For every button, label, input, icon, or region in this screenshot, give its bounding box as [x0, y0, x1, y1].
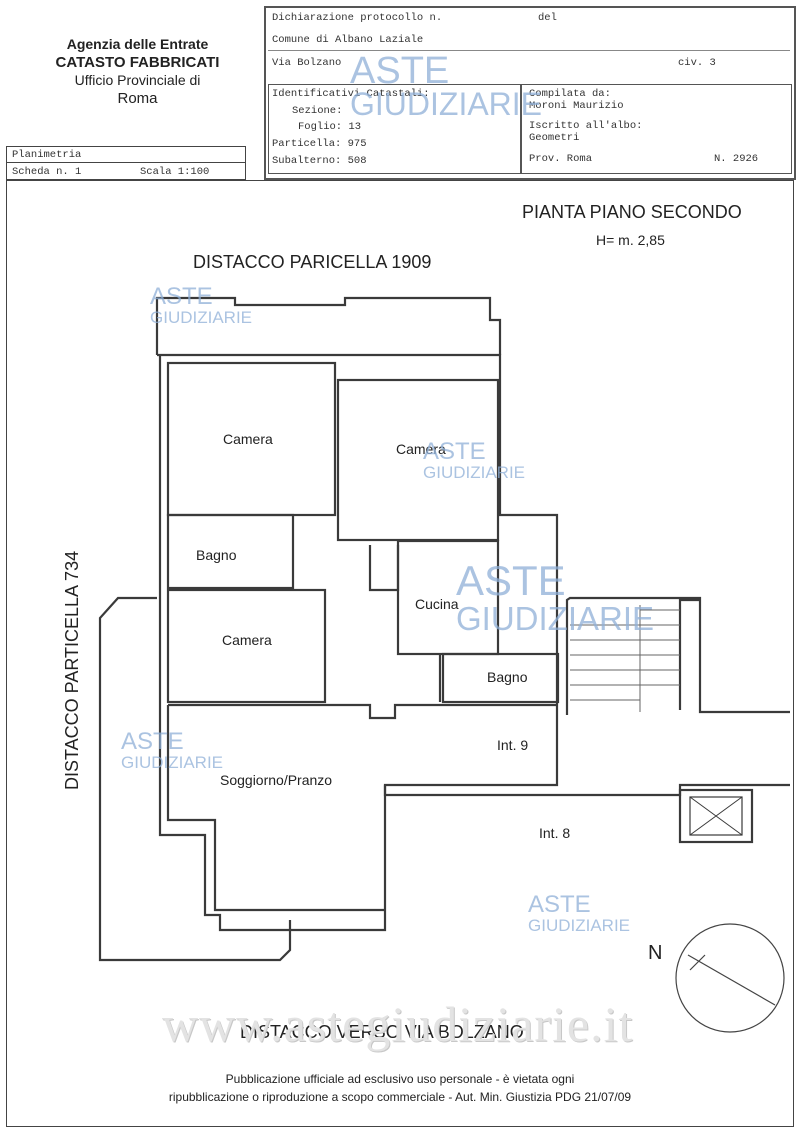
watermark-site: www.astegiudiziarie.it [162, 996, 634, 1052]
agency-department: CATASTO FABBRICATI [55, 53, 220, 71]
watermark-left: ASTE GIUDIZIARIE [121, 728, 224, 772]
room-cucina: Cucina [415, 596, 459, 612]
declaration-label: Dichiarazione protocollo n. [272, 12, 443, 24]
watermark-giudiziarie: GIUDIZIARIE [121, 753, 224, 772]
agency-block: Agenzia delle Entrate CATASTO FABBRICATI… [40, 36, 235, 109]
registry-type: Geometri [529, 132, 580, 144]
planimetria-label: Planimetria [12, 149, 82, 161]
unit-int-8: Int. 8 [539, 825, 571, 841]
unit-int-9: Int. 9 [497, 737, 529, 753]
watermark-giudiziarie: GIUDIZIARIE [456, 600, 655, 637]
watermark-aste: ASTE [528, 891, 591, 918]
civ-text: civ. 3 [678, 57, 716, 69]
compiler-box [520, 84, 792, 174]
plan-title: PIANTA PIANO SECONDO [522, 202, 742, 222]
wall-cucina-left [368, 545, 400, 592]
wall-bagno-1 [166, 513, 295, 590]
top-balcony [155, 296, 502, 355]
watermark-header: ASTE GIUDIZIARIE [350, 52, 542, 120]
header-box [264, 6, 796, 180]
agency-name: Agenzia delle Entrate [66, 36, 209, 52]
watermark-giudiziarie: GIUDIZIARIE [350, 86, 543, 122]
compiler-name: Moroni Maurizio [529, 100, 624, 112]
particella-label: Particella: 975 [272, 138, 367, 150]
north-compass [675, 923, 785, 1033]
room-bagno-1: Bagno [196, 547, 237, 563]
province-label: Prov. Roma [529, 153, 593, 165]
foglio-label: Foglio: 13 [298, 121, 362, 133]
watermark-center-top: ASTE GIUDIZIARIE [423, 438, 526, 482]
subalterno-label: Subalterno: 508 [272, 155, 367, 167]
via-text: Via Bolzano [272, 57, 342, 69]
identifiers-box [268, 84, 522, 174]
registry-number: N. 2926 [714, 153, 759, 165]
lift-shaft [678, 788, 754, 844]
watermark-bottom: ASTE GIUDIZIARIE [528, 891, 631, 935]
room-camera-1: Camera [223, 431, 273, 447]
scale-label: Scala 1:100 [140, 166, 210, 178]
watermark-aste: ASTE [121, 728, 184, 755]
room-camera-2: Camera [396, 441, 446, 457]
ceiling-height: H= m. 2,85 [596, 232, 665, 248]
room-bagno-2: Bagno [487, 669, 528, 685]
sezione-label: Sezione: [292, 105, 343, 117]
room-soggiorno: Soggiorno/Pranzo [220, 772, 333, 788]
watermark-top-left: ASTE GIUDIZIARIE [150, 283, 253, 327]
footer-line-1: Pubblicazione ufficiale ad esclusivo uso… [225, 1072, 575, 1086]
room-camera-3: Camera [222, 632, 272, 648]
wall-living-top [168, 703, 557, 720]
watermark-aste: ASTE [456, 557, 566, 604]
header-divider [268, 50, 790, 51]
watermark-aste: ASTE [350, 50, 450, 92]
footer-line-2: ripubblicazione o riproduzione a scopo c… [168, 1090, 632, 1104]
bottom-boundary-label: DISTACCO VERSO VIA BOLZANO [240, 1022, 524, 1042]
apartment-outline [157, 353, 559, 932]
watermark-aste: ASTE [150, 283, 213, 310]
lift-car [689, 796, 743, 836]
watermark-giudiziarie: GIUDIZIARIE [528, 916, 631, 935]
sheet-info-box [6, 146, 246, 180]
agency-city: Roma [117, 89, 158, 107]
left-balcony [98, 596, 292, 962]
sheet-divider [6, 162, 246, 163]
top-boundary-label: DISTACCO PARICELLA 1909 [193, 252, 432, 272]
wall-bagno-2 [441, 652, 560, 704]
watermark-giudiziarie: GIUDIZIARIE [423, 463, 526, 482]
compiled-by-label: Compilata da: [529, 88, 611, 100]
registered-label: Iscritto all'albo: [529, 120, 643, 132]
watermark-aste: ASTE [423, 438, 486, 465]
stairs-inner [678, 598, 700, 710]
declaration-date-label: del [538, 12, 557, 24]
watermark-center: ASTE GIUDIZIARIE [456, 557, 655, 637]
scheda-label: Scheda n. 1 [12, 166, 82, 178]
wall-living-inner [166, 705, 385, 912]
comune-text: Comune di Albano Laziale [272, 34, 424, 46]
agency-office: Ufficio Provinciale di [74, 72, 201, 89]
north-label: N [648, 942, 663, 964]
wall-camera-3 [166, 588, 327, 704]
watermark-giudiziarie: GIUDIZIARIE [150, 308, 253, 327]
drawing-frame [6, 180, 794, 1127]
lift-cross [689, 796, 743, 836]
identifiers-label: Identificativi Catastali: [272, 88, 430, 100]
stairs-outline [565, 596, 790, 715]
left-boundary-label: DISTACCO PARTICELLA 734 [62, 550, 82, 790]
